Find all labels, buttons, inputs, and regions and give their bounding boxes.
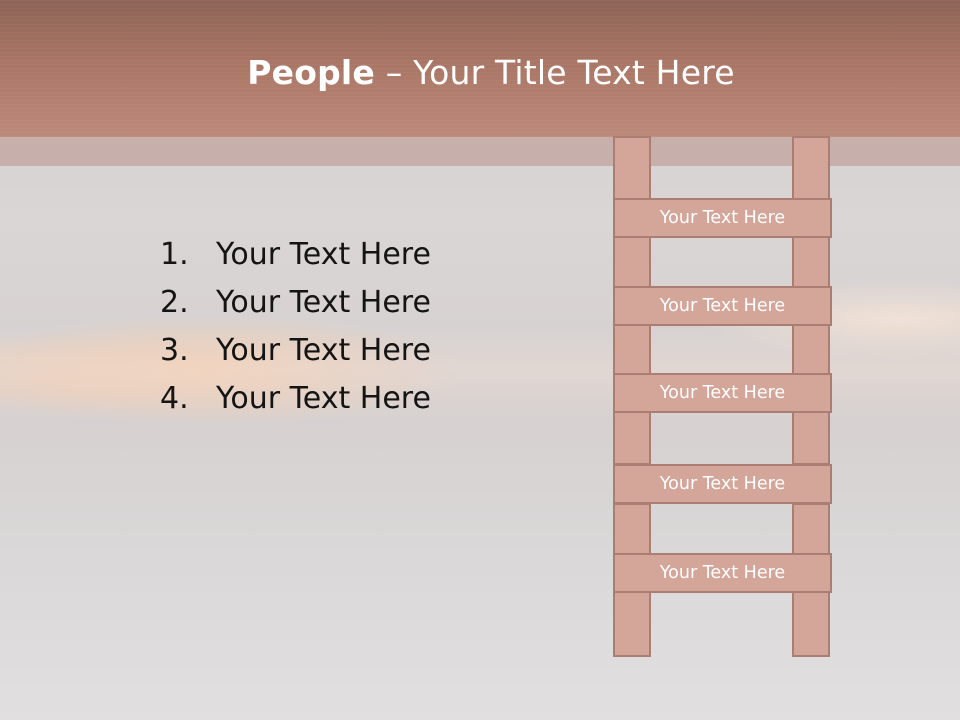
ladder-rail-right-segment	[792, 136, 830, 200]
title-banner-texture	[0, 0, 960, 137]
list-number: 1.	[160, 237, 189, 272]
list-text: Your Text Here	[216, 237, 431, 272]
ladder-rail-right-segment	[792, 411, 830, 465]
ladder-rung-3[interactable]: Your Text Here	[613, 373, 832, 413]
title-rest-text: – Your Title Text Here	[375, 53, 735, 92]
ladder-rail-left-segment	[613, 411, 651, 465]
title-bold-text: People	[247, 53, 376, 92]
title-banner	[0, 0, 960, 137]
numbered-list[interactable]: 1. Your Text Here 2. Your Text Here 3. Your…	[160, 231, 431, 423]
list-item: 3. Your Text Here	[160, 327, 431, 375]
ladder-rail-left-segment	[613, 591, 651, 657]
list-item: 1. Your Text Here	[160, 231, 431, 279]
ladder-rail-left-segment	[613, 503, 651, 555]
ladder-rung-1[interactable]: Your Text Here	[613, 198, 832, 238]
ladder-rung-5[interactable]: Your Text Here	[613, 553, 832, 593]
ladder-rail-left-segment	[613, 236, 651, 288]
slide-title[interactable]: People – Your Title Text Here	[0, 53, 960, 92]
ladder-rail-right-segment	[792, 591, 830, 657]
ladder-rung-4[interactable]: Your Text Here	[613, 464, 832, 504]
list-number: 3.	[160, 333, 189, 368]
ladder-rail-right-segment	[792, 236, 830, 288]
list-text: Your Text Here	[216, 333, 431, 368]
list-text: Your Text Here	[216, 285, 431, 320]
list-number: 4.	[160, 381, 189, 416]
list-item: 4. Your Text Here	[160, 375, 431, 423]
ladder-rail-right-segment	[792, 324, 830, 375]
list-item: 2. Your Text Here	[160, 279, 431, 327]
ladder-rung-2[interactable]: Your Text Here	[613, 286, 832, 326]
list-text: Your Text Here	[216, 381, 431, 416]
ladder-rail-left-segment	[613, 324, 651, 375]
ladder-rail-right-segment	[792, 503, 830, 555]
ladder-rail-left-segment	[613, 136, 651, 200]
list-number: 2.	[160, 285, 189, 320]
